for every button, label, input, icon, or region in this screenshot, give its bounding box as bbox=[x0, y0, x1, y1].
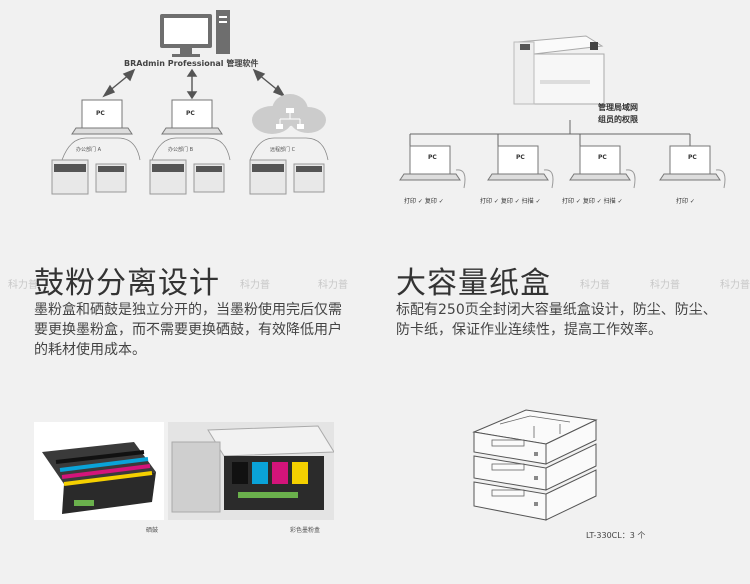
printer-icons bbox=[51, 159, 325, 195]
tray-caption: LT-330CL：3 个 bbox=[586, 531, 646, 540]
toner-cartridge-image bbox=[168, 422, 335, 520]
pc-permission-4: 打印 ✓ bbox=[676, 198, 695, 205]
pc-label-1: PC bbox=[428, 154, 437, 161]
watermark: 科力普 bbox=[720, 280, 750, 291]
permission-label-line1: 管理局域网 bbox=[598, 103, 638, 112]
laptop-icon-b bbox=[161, 99, 223, 135]
laptop-icon-1 bbox=[399, 145, 466, 189]
watermark: 科力普 bbox=[580, 280, 610, 291]
watermark: 科力普 bbox=[8, 280, 38, 291]
watermark: 科力普 bbox=[318, 280, 348, 291]
laptop-icon-4 bbox=[659, 145, 726, 189]
laptop-icon-3 bbox=[569, 145, 636, 189]
laptop-icon-2 bbox=[487, 145, 554, 189]
bradmin-diagram bbox=[40, 0, 360, 215]
pc-permission-1: 打印 ✓ 复印 ✓ bbox=[404, 198, 444, 205]
lan-permission-graphic bbox=[399, 35, 726, 189]
printer-icon bbox=[513, 35, 605, 105]
lan-permission-diagram bbox=[390, 20, 730, 215]
pc-label-2: PC bbox=[516, 154, 525, 161]
watermark-row: 科力普 科力普 科力普 科力普 科力普 科力普 bbox=[0, 276, 750, 292]
section-title-toner-drum: 鼓粉分离设计 bbox=[34, 266, 220, 301]
section-title-paper-tray: 大容量纸盒 bbox=[396, 266, 551, 301]
pc-label-3: PC bbox=[598, 154, 607, 161]
pc-label-4: PC bbox=[688, 154, 697, 161]
bradmin-diagram-graphic bbox=[51, 10, 329, 195]
cloud-icon bbox=[252, 94, 326, 134]
watermark: 科力普 bbox=[240, 280, 270, 291]
laptop-pc-label-a: PC bbox=[96, 110, 105, 117]
dept-label-c: 远程部门 C bbox=[270, 147, 296, 153]
watermark: 科力普 bbox=[650, 280, 680, 291]
desktop-computer-icon bbox=[160, 10, 230, 57]
permission-label-line2: 组员的权限 bbox=[598, 115, 638, 124]
paper-tray-image bbox=[470, 402, 600, 532]
software-label: BRAdmin Professional 管理软件 bbox=[124, 59, 259, 68]
laptop-icon-a bbox=[71, 99, 133, 135]
section-desc-toner-drum: 墨粉盒和硒鼓是独立分开的，当墨粉使用完后仅需要更换墨粉盒，而不需要更换硒鼓，有效… bbox=[34, 302, 342, 358]
laptop-pc-label-b: PC bbox=[186, 110, 195, 117]
drum-unit-image bbox=[34, 422, 164, 520]
toner-caption: 彩色墨粉盒 bbox=[290, 527, 321, 534]
pc-permission-2: 打印 ✓ 复印 ✓ 扫描 ✓ bbox=[480, 198, 541, 205]
dept-label-a: 办公部门 A bbox=[76, 147, 102, 153]
section-desc-paper-tray: 标配有250页全封闭大容量纸盒设计，防尘、防尘、防卡纸，保证作业连续性，提高工作… bbox=[396, 302, 717, 338]
pc-permission-3: 打印 ✓ 复印 ✓ 扫描 ✓ bbox=[562, 198, 623, 205]
connection-arrows bbox=[102, 68, 286, 100]
dept-label-b: 办公部门 B bbox=[168, 147, 194, 153]
drum-caption: 硒鼓 bbox=[146, 527, 159, 534]
